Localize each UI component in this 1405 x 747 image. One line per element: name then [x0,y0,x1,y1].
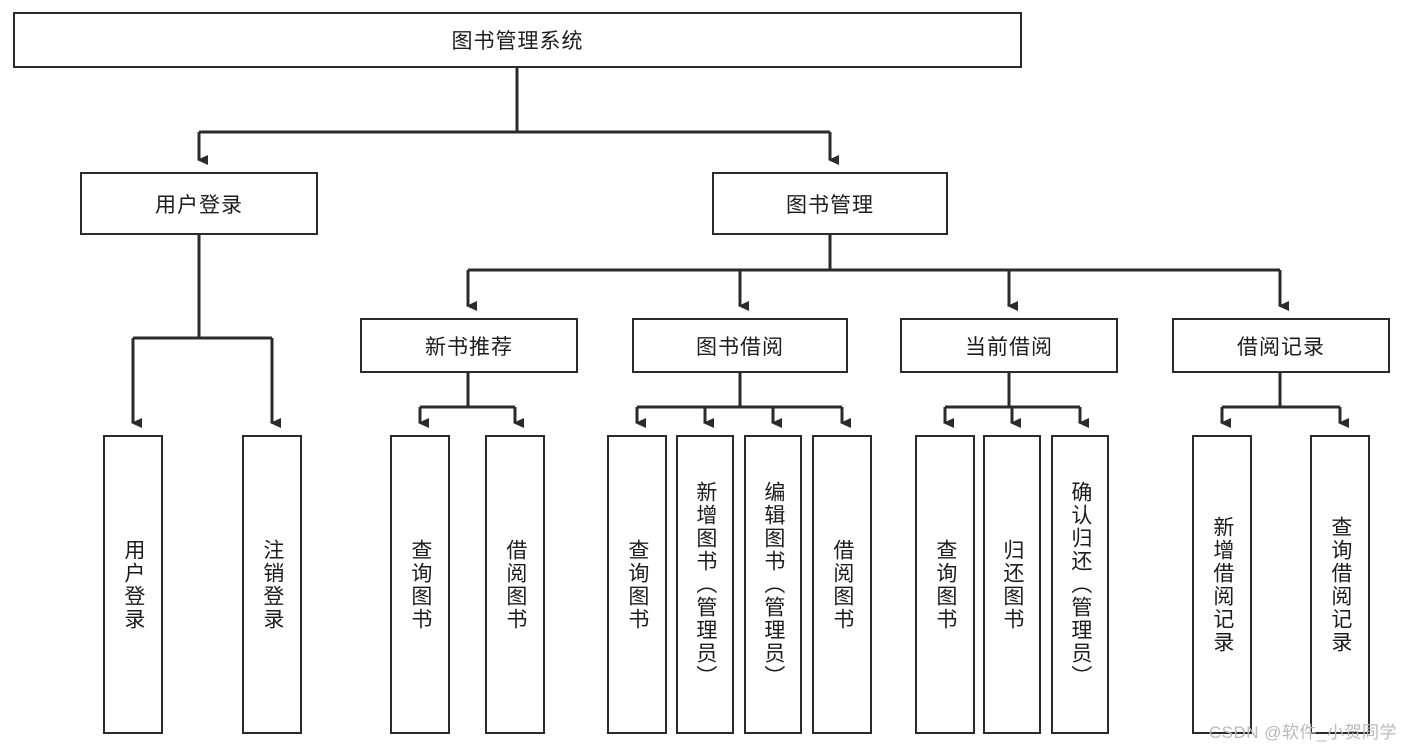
node-label: 借阅记录 [1237,335,1325,359]
leaf-borrow-borrow-book[interactable]: 借阅图书 [812,435,872,734]
leaf-record-query-record[interactable]: 查询借阅记录 [1310,435,1370,734]
node-label: 新增图书（管理员） [693,481,717,688]
node-label: 用户登录 [121,538,145,631]
leaf-user-login[interactable]: 用户登录 [103,435,163,734]
node-label: 新增借阅记录 [1210,515,1234,654]
leaf-current-return-book[interactable]: 归还图书 [983,435,1041,734]
node-label: 当前借阅 [965,335,1053,359]
node-label: 图书管理 [786,193,874,217]
leaf-borrow-query-book[interactable]: 查询图书 [607,435,667,734]
node-label: 查询图书 [933,538,957,631]
node-label: 借阅图书 [830,538,854,631]
leaf-logout-login[interactable]: 注销登录 [242,435,302,734]
node-new-book-recommend[interactable]: 新书推荐 [360,318,578,373]
node-label: 归还图书 [1000,538,1024,631]
csdn-watermark: CSDN @软件_小贺同学 [1208,723,1397,742]
node-label: 查询图书 [408,538,432,631]
node-label: 用户登录 [155,193,243,217]
node-book-borrow[interactable]: 图书借阅 [632,318,848,373]
leaf-borrow-edit-book[interactable]: 编辑图书（管理员） [744,435,802,734]
node-current-borrow[interactable]: 当前借阅 [900,318,1118,373]
node-label: 确认归还（管理员） [1068,481,1092,688]
leaf-recommend-borrow-book[interactable]: 借阅图书 [485,435,545,734]
leaf-recommend-query-book[interactable]: 查询图书 [390,435,450,734]
leaf-current-confirm-return[interactable]: 确认归还（管理员） [1051,435,1109,734]
node-borrow-record[interactable]: 借阅记录 [1172,318,1390,373]
node-label: 查询借阅记录 [1328,515,1352,654]
leaf-borrow-add-book[interactable]: 新增图书（管理员） [676,435,734,734]
node-book-management[interactable]: 图书管理 [712,172,948,235]
node-label: 借阅图书 [503,538,527,631]
node-label: 查询图书 [625,538,649,631]
node-user-login[interactable]: 用户登录 [80,172,318,235]
node-root-system[interactable]: 图书管理系统 [13,12,1022,68]
node-label: 图书借阅 [696,335,784,359]
node-label: 新书推荐 [425,335,513,359]
node-label: 图书管理系统 [451,30,584,53]
node-label: 注销登录 [260,538,284,631]
leaf-record-add-record[interactable]: 新增借阅记录 [1192,435,1252,734]
node-label: 编辑图书（管理员） [761,481,785,688]
leaf-current-query-book[interactable]: 查询图书 [915,435,975,734]
